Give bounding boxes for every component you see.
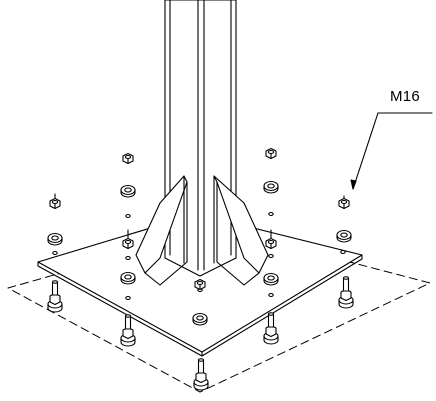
m16-callout-label: M16 [390,88,421,105]
stiffener-left [135,175,188,286]
fastener-2 [120,152,136,198]
fastener-4 [263,147,279,194]
stiffener-right [213,175,269,286]
fastener-6 [336,195,352,243]
m16-leader-line [350,112,433,190]
fastener-1 [47,193,63,246]
steel-column [164,0,237,277]
